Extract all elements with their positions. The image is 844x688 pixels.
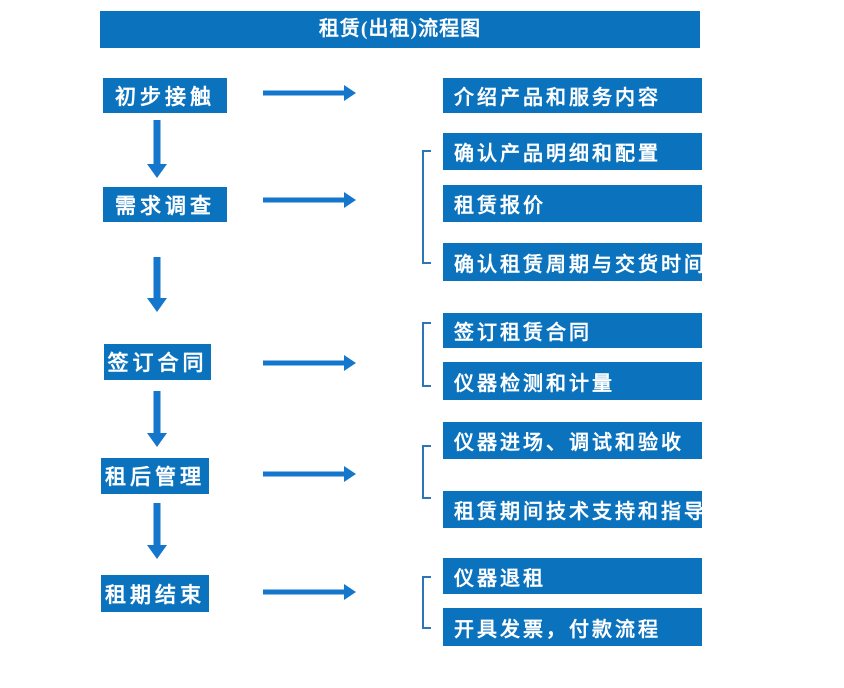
arrow-right-icon xyxy=(263,583,356,601)
arrow-shaft xyxy=(263,471,345,477)
arrow-head xyxy=(147,164,167,178)
arrow-right-icon xyxy=(263,191,356,209)
arrow-head xyxy=(344,466,356,482)
bracket-connector xyxy=(422,576,431,629)
detail-box-instrument-entry-debug-acceptance: 仪器进场、调试和验收 xyxy=(443,422,702,459)
detail-box-rental-quotation: 租赁报价 xyxy=(443,185,702,222)
arrow-head xyxy=(344,85,356,101)
arrow-shaft xyxy=(263,589,345,595)
diagram-title: 租赁(出租)流程图 xyxy=(100,11,700,48)
bracket-connector xyxy=(422,445,431,499)
arrow-down-icon xyxy=(146,120,168,178)
step-box-sign-contract: 签订合同 xyxy=(104,344,211,380)
step-box-rental-end: 租期结束 xyxy=(101,575,209,612)
arrow-shaft xyxy=(263,197,345,203)
detail-box-instrument-testing-metering: 仪器检测和计量 xyxy=(443,362,702,400)
arrow-shaft xyxy=(263,360,345,366)
arrow-shaft xyxy=(153,391,161,434)
step-box-demand-survey: 需求调查 xyxy=(103,187,227,222)
arrow-head xyxy=(344,355,356,371)
arrow-head xyxy=(147,298,167,312)
detail-box-introduce-products-services: 介绍产品和服务内容 xyxy=(443,78,702,113)
detail-box-confirm-product-details: 确认产品明细和配置 xyxy=(443,133,702,170)
detail-box-confirm-rental-period-delivery: 确认租赁周期与交货时间 xyxy=(443,243,704,281)
arrow-down-icon xyxy=(146,257,168,312)
detail-box-invoice-payment-process: 开具发票，付款流程 xyxy=(443,608,702,646)
arrow-head xyxy=(147,545,167,559)
arrow-head xyxy=(147,433,167,447)
arrow-head xyxy=(344,192,356,208)
bracket-connector xyxy=(422,322,431,387)
arrow-right-icon xyxy=(263,84,356,102)
step-box-post-rental-management: 租后管理 xyxy=(101,458,209,494)
bracket-connector xyxy=(422,150,431,264)
arrow-shaft xyxy=(153,257,161,299)
detail-box-technical-support-guidance: 租赁期间技术支持和指导 xyxy=(443,491,704,528)
arrow-head xyxy=(344,584,356,600)
arrow-right-icon xyxy=(263,465,356,483)
arrow-right-icon xyxy=(263,354,356,372)
arrow-shaft xyxy=(263,90,345,96)
arrow-shaft xyxy=(153,503,161,546)
step-box-initial-contact: 初步接触 xyxy=(103,78,227,113)
detail-box-instrument-return: 仪器退租 xyxy=(443,558,702,594)
arrow-down-icon xyxy=(146,503,168,559)
arrow-shaft xyxy=(153,120,161,165)
arrow-down-icon xyxy=(146,391,168,447)
detail-box-sign-rental-contract: 签订租赁合同 xyxy=(443,313,702,348)
